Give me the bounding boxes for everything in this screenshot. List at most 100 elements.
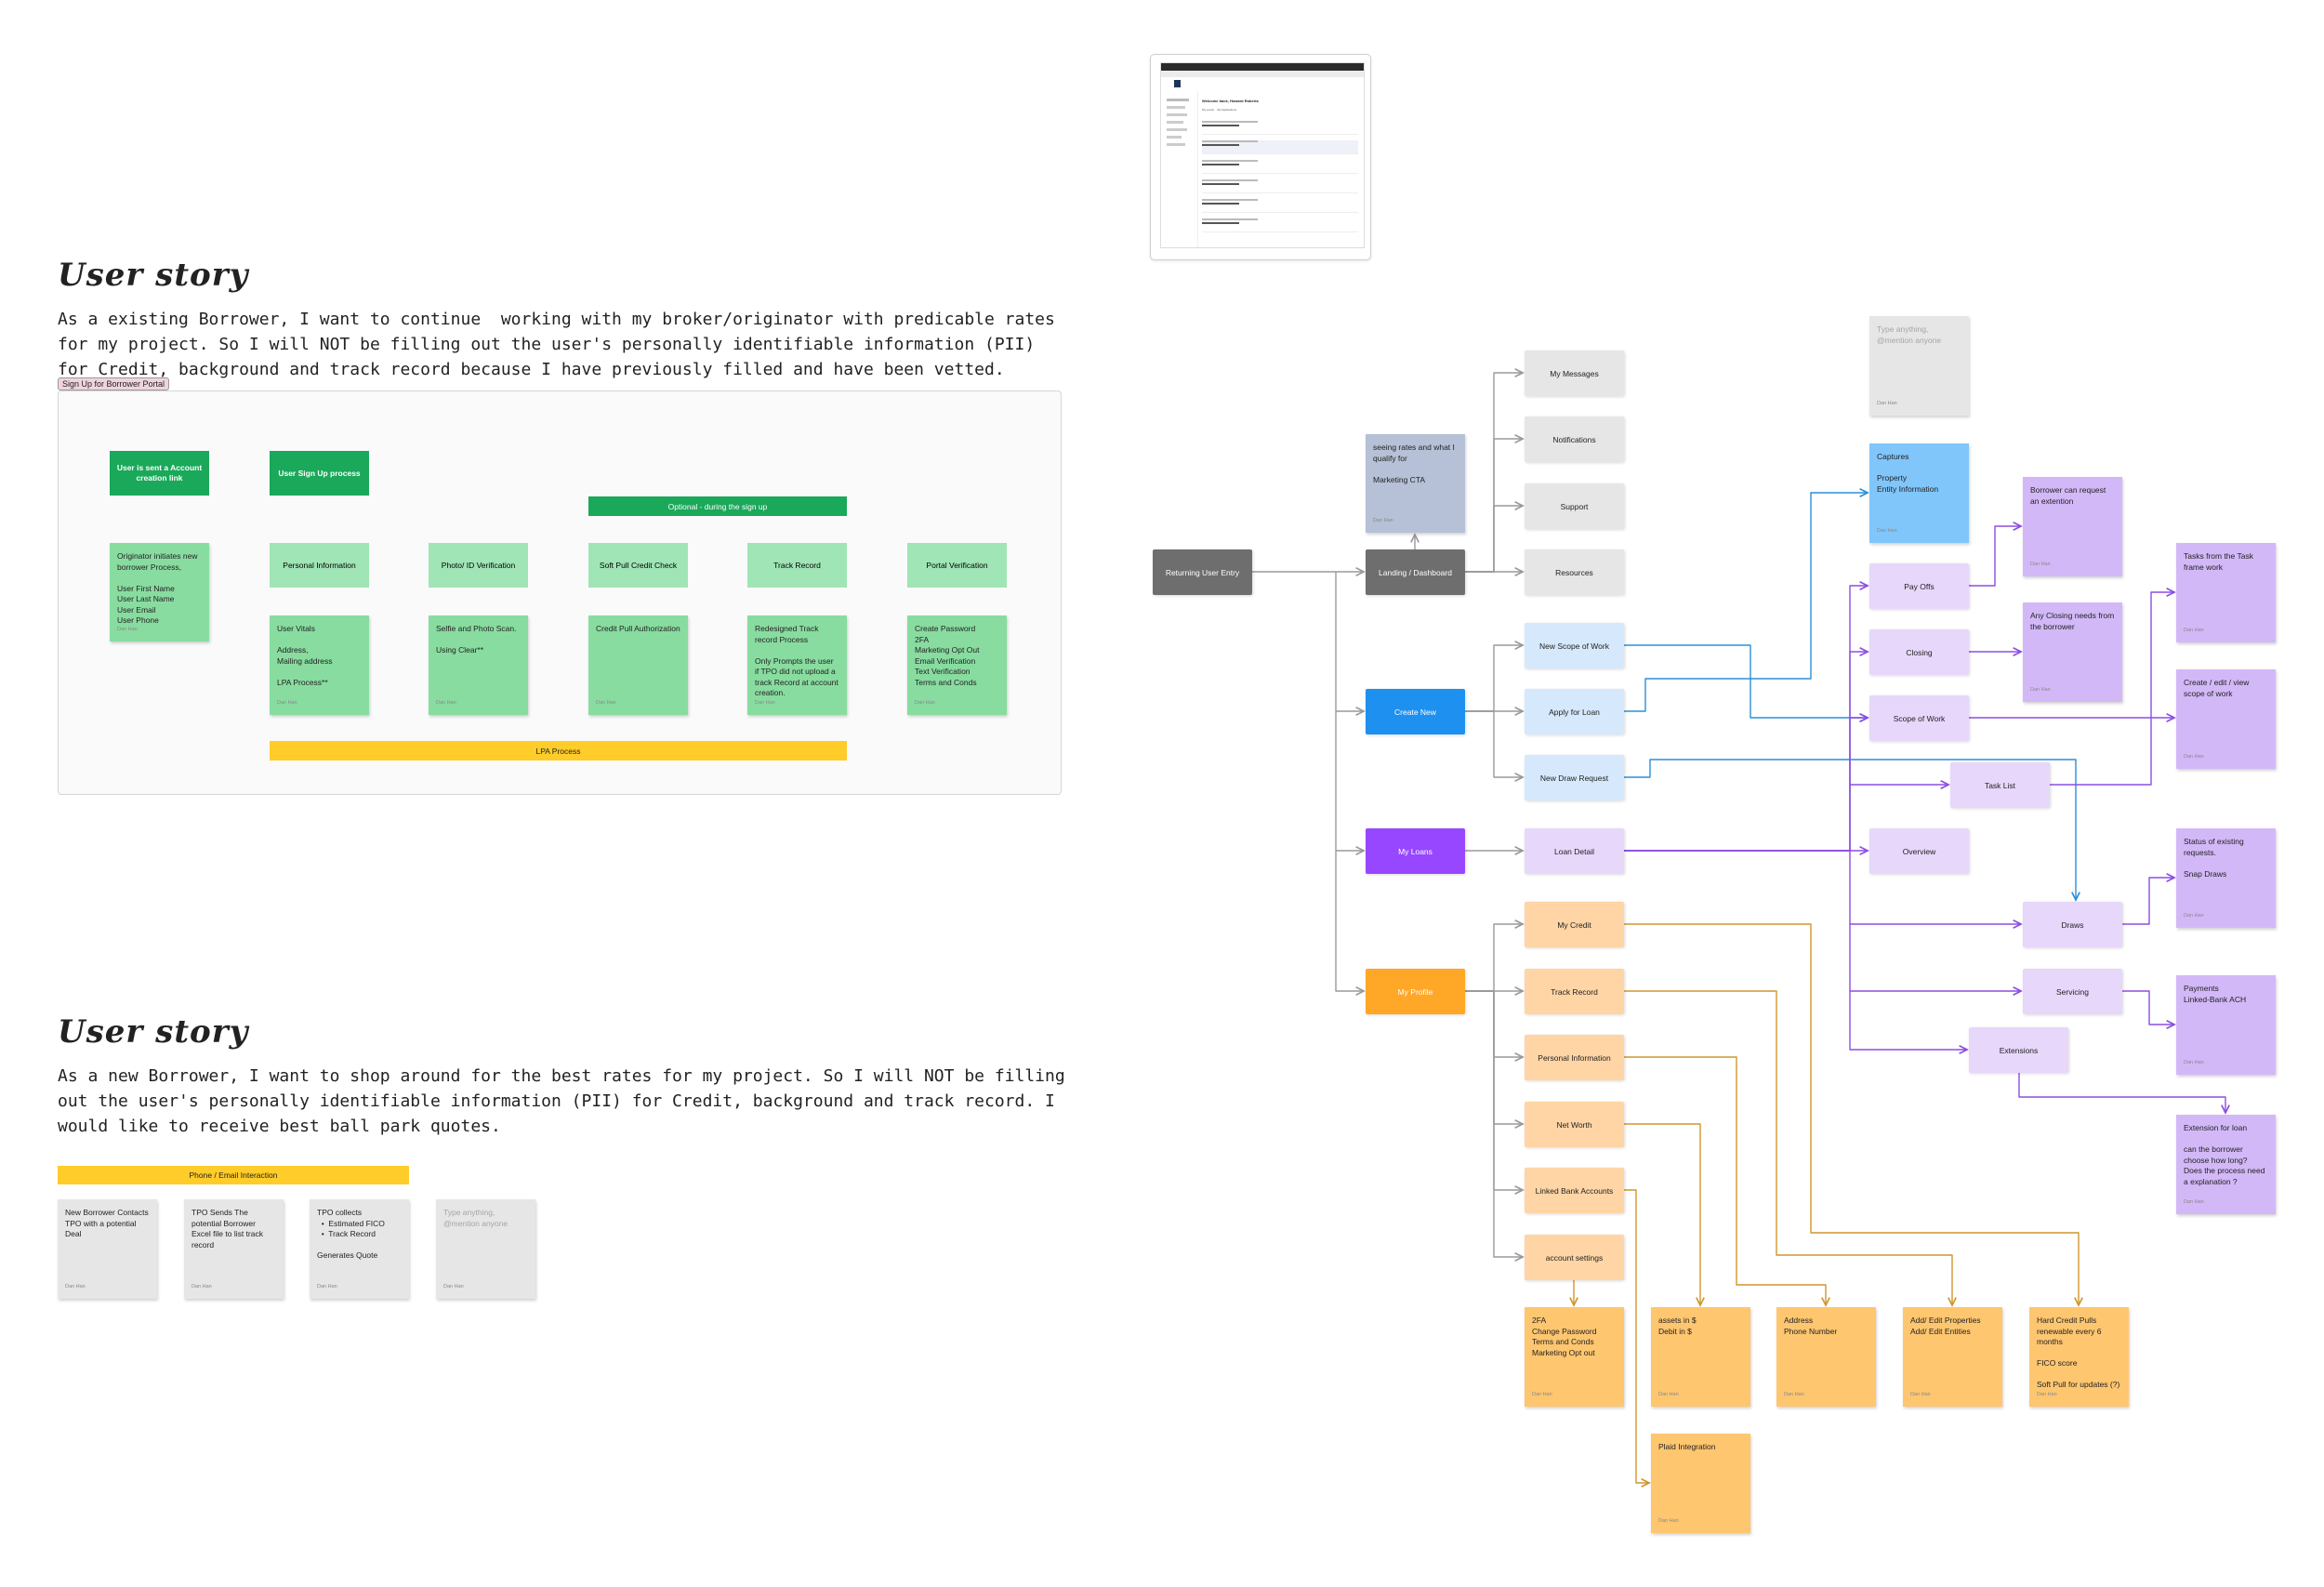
photo-id-note[interactable]: Selfie and Photo Scan. Using Clear**Dan … — [429, 615, 528, 715]
signup-process-box[interactable]: User Sign Up process — [270, 451, 369, 496]
note-text: Redesigned Track record Process Only Pro… — [755, 624, 838, 697]
note-text: Payments Linked-Bank ACH — [2184, 984, 2247, 1004]
signup-frame[interactable] — [58, 390, 1062, 795]
note-text: Credit Pull Authorization — [596, 624, 680, 633]
account-link-box[interactable]: User is sent a Account creation link — [110, 451, 209, 496]
card-text: TPO collects • Estimated FICO • Track Re… — [317, 1208, 385, 1260]
note-text: Plaid Integration — [1658, 1442, 1716, 1451]
connector-detail-to-servicing — [1849, 924, 2021, 991]
portal-verification-note[interactable]: Create Password 2FA Marketing Opt Out Em… — [907, 615, 1007, 715]
originator-note[interactable]: Originator initiates new borrower Proces… — [110, 543, 209, 641]
note-author: Dan Han — [436, 699, 456, 706]
note-author: Dan Han — [443, 1283, 464, 1289]
overview[interactable]: Overview — [1869, 828, 1969, 874]
phone-card-1[interactable]: New Borrower Contacts TPO with a potenti… — [58, 1199, 157, 1299]
track-record-note[interactable]: Redesigned Track record Process Only Pro… — [747, 615, 847, 715]
personal-information[interactable]: Personal Information — [1525, 1035, 1624, 1080]
extensions[interactable]: Extensions — [1969, 1027, 2068, 1073]
note-text: Borrower can request an extention — [2030, 485, 2108, 506]
resources[interactable]: Resources — [1525, 549, 1624, 595]
note-text: Create / edit / view scope of work — [2184, 678, 2251, 698]
note-author: Dan Han — [1658, 1391, 1679, 1397]
track-record[interactable]: Track Record — [1525, 969, 1624, 1014]
new-scope-of-work[interactable]: New Scope of Work — [1525, 623, 1624, 668]
landing-note[interactable]: seeing rates and what I qualify for Mark… — [1366, 434, 1465, 533]
returning-user-entry[interactable]: Returning User Entry — [1153, 549, 1252, 595]
new-draw-request[interactable]: New Draw Request — [1525, 755, 1624, 800]
my-credit[interactable]: My Credit — [1525, 902, 1624, 947]
task-list[interactable]: Task List — [1950, 762, 2050, 808]
phone-email-bar: Phone / Email Interaction — [58, 1166, 409, 1184]
connector-draws-to-note — [2122, 878, 2174, 925]
draws[interactable]: Draws — [2023, 902, 2122, 947]
step-personal-information[interactable]: Personal Information — [270, 543, 369, 588]
note-author: Dan Han — [1877, 400, 1897, 406]
note-text: User Vitals Address, Mailing address LPA… — [277, 624, 333, 687]
card-text: TPO Sends The potential Borrower Excel f… — [191, 1208, 266, 1250]
loan-detail[interactable]: Loan Detail — [1525, 828, 1624, 874]
note-author: Dan Han — [2184, 1198, 2204, 1205]
note-author: Dan Han — [2184, 753, 2204, 760]
support[interactable]: Support — [1525, 483, 1624, 529]
pay-offs[interactable]: Pay Offs — [1869, 563, 1969, 609]
note-text: Status of existing requests. Snap Draws — [2184, 837, 2244, 879]
notifications[interactable]: Notifications — [1525, 417, 1624, 462]
note-text: Address Phone Number — [1784, 1316, 1838, 1336]
note-author: Dan Han — [1877, 527, 1897, 534]
dashboard-thumbnail[interactable]: Welcome back, Howard Roberts My Loans My… — [1150, 54, 1371, 260]
story2-title: User story — [58, 1013, 249, 1051]
thumbnail-tabs: My Loans My Applications — [1202, 108, 1237, 112]
net-worth[interactable]: Net Worth — [1525, 1102, 1624, 1147]
note-text: Create Password 2FA Marketing Opt Out Em… — [915, 624, 980, 687]
closing[interactable]: Closing — [1869, 629, 1969, 675]
my-profile[interactable]: My Profile — [1366, 969, 1465, 1014]
extension-note[interactable]: Extension for loan can the borrower choo… — [2176, 1115, 2276, 1214]
step-track-record[interactable]: Track Record — [747, 543, 847, 588]
note-author: Dan Han — [317, 1283, 337, 1289]
create-new[interactable]: Create New — [1366, 689, 1465, 734]
connector-create-child-0 — [1465, 645, 1523, 712]
thumbnail-screen: Welcome back, Howard Roberts My Loans My… — [1160, 62, 1365, 248]
my-messages[interactable]: My Messages — [1525, 350, 1624, 396]
note-author: Dan Han — [755, 699, 775, 706]
note-author: Dan Han — [1910, 1391, 1931, 1397]
note-author: Dan Han — [2184, 912, 2204, 919]
my-credit-note[interactable]: Hard Credit Pulls renewable every 6 mont… — [2029, 1307, 2129, 1407]
connector-extensions-to-note — [2018, 1073, 2225, 1113]
my-loans[interactable]: My Loans — [1366, 828, 1465, 874]
step-portal-verification[interactable]: Portal Verification — [907, 543, 1007, 588]
connector-detail-to-section-2 — [1624, 718, 1868, 852]
servicing[interactable]: Servicing — [2023, 969, 2122, 1014]
apply-for-loan[interactable]: Apply for Loan — [1525, 689, 1624, 734]
thumbnail-browser-bar — [1161, 63, 1364, 71]
personal-info-note[interactable]: User Vitals Address, Mailing address LPA… — [270, 615, 369, 715]
landing-dashboard[interactable]: Landing / Dashboard — [1366, 549, 1465, 595]
phone-card-2[interactable]: TPO Sends The potential Borrower Excel f… — [184, 1199, 284, 1299]
note-author: Dan Han — [191, 1283, 212, 1289]
account-settings[interactable]: account settings — [1525, 1235, 1624, 1280]
connector-apply-to-captures — [1624, 493, 1868, 712]
step-photo-id-verification[interactable]: Photo/ ID Verification — [429, 543, 528, 588]
thumbnail-heading: Welcome back, Howard Roberts — [1202, 99, 1259, 103]
scope-of-work[interactable]: Scope of Work — [1869, 695, 1969, 741]
net-worth-note[interactable]: assets in $ Debit in $Dan Han — [1651, 1307, 1750, 1407]
account-settings-note[interactable]: 2FA Change Password Terms and Conds Mark… — [1525, 1307, 1624, 1407]
step-soft-pull-credit-check[interactable]: Soft Pull Credit Check — [588, 543, 688, 588]
phone-card-3[interactable]: TPO collects • Estimated FICO • Track Re… — [310, 1199, 409, 1299]
linked-bank-accounts[interactable]: Linked Bank Accounts — [1525, 1168, 1624, 1213]
signup-frame-label[interactable]: Sign Up for Borrower Portal — [58, 377, 170, 390]
note-text: Extension for loan can the borrower choo… — [2184, 1123, 2265, 1186]
